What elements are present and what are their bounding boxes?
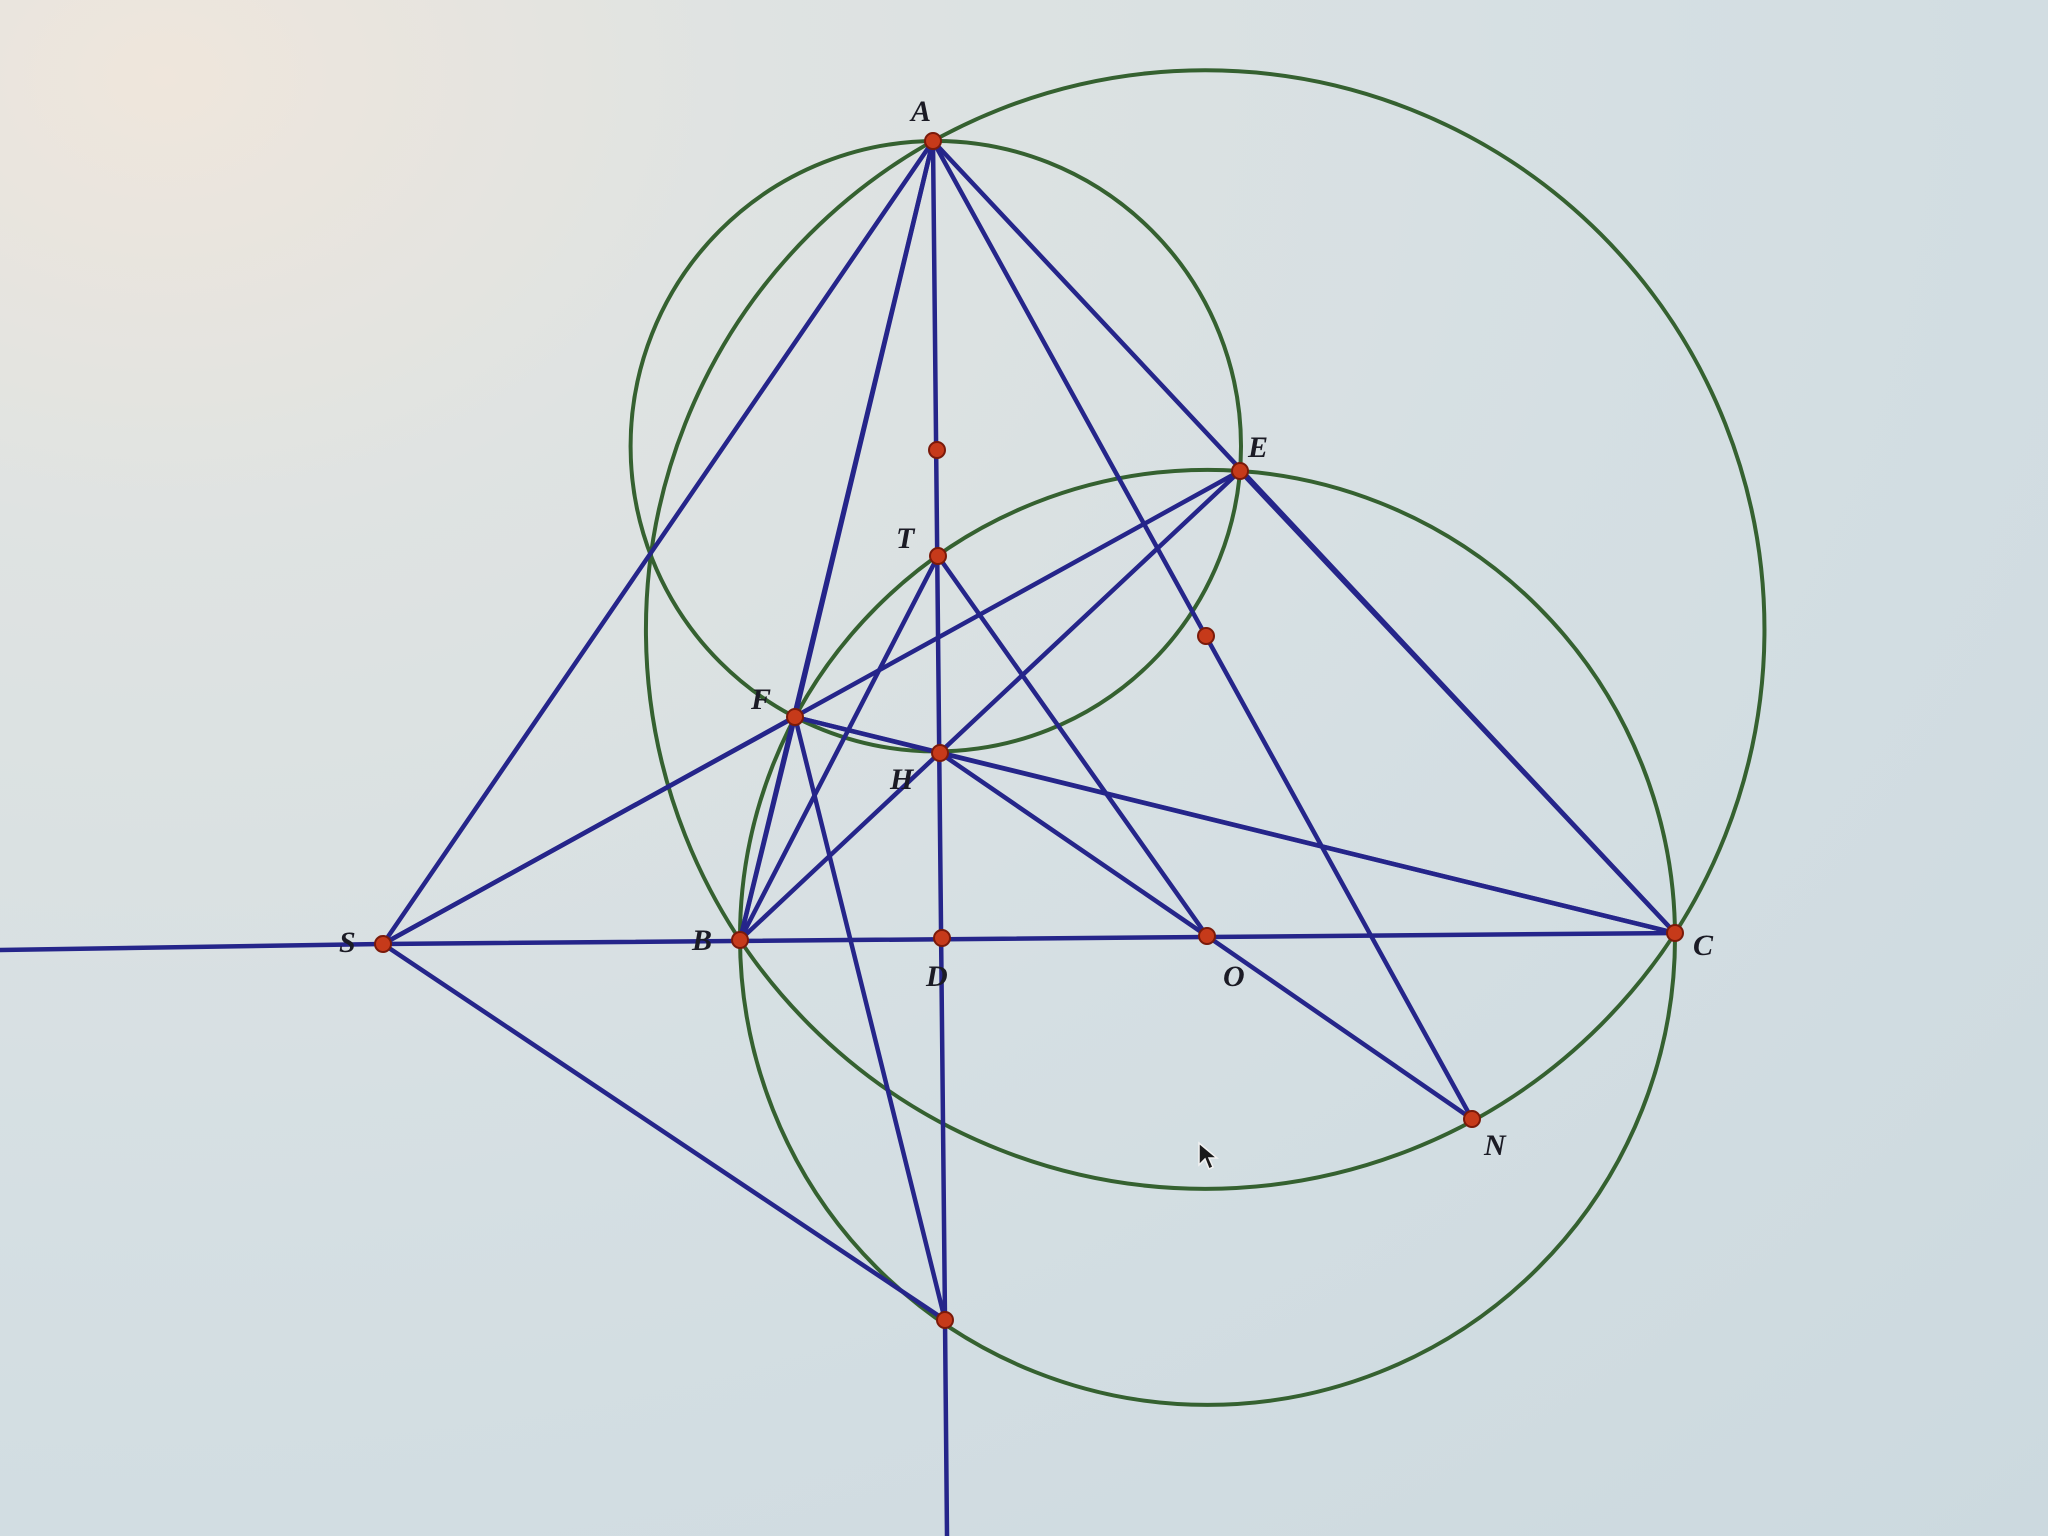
point-m[interactable] <box>1197 627 1215 645</box>
label-s: S <box>339 926 356 959</box>
label-d: D <box>925 960 948 993</box>
point-q[interactable] <box>936 1311 954 1329</box>
point-e[interactable] <box>1231 462 1249 480</box>
label-f: F <box>750 683 771 716</box>
segment-ec <box>1237 468 1678 936</box>
point-t[interactable] <box>929 547 947 565</box>
point-p[interactable] <box>928 441 946 459</box>
segment-fx <box>792 714 948 1323</box>
segment-ax <box>930 138 948 1323</box>
point-d[interactable] <box>933 929 951 947</box>
label-a: A <box>909 95 931 128</box>
segment-xy <box>942 1317 950 1536</box>
point-n[interactable] <box>1463 1110 1481 1128</box>
segment-sw <box>0 941 386 953</box>
point-a[interactable] <box>924 132 942 150</box>
segment-sf <box>380 714 798 947</box>
segment-bt <box>737 553 941 943</box>
circle-abc <box>643 68 1767 1191</box>
segment-be <box>737 468 1243 943</box>
lines-layer <box>0 138 1678 1536</box>
point-o[interactable] <box>1198 927 1216 945</box>
segment-sc <box>380 930 1678 947</box>
segment-af <box>792 138 936 720</box>
point-b[interactable] <box>731 931 749 949</box>
label-b: B <box>691 924 712 957</box>
label-c: C <box>1693 929 1714 962</box>
mouse-cursor-icon <box>1198 1141 1219 1171</box>
point-s[interactable] <box>374 935 392 953</box>
label-t: T <box>896 522 916 555</box>
segment-ho <box>937 750 1210 939</box>
point-h[interactable] <box>931 744 949 762</box>
segment-bf <box>737 714 798 943</box>
labels-layer: A E T F H S B D O C N <box>339 95 1714 1162</box>
segment-to <box>935 553 1210 939</box>
label-h: H <box>889 763 915 796</box>
segment-on <box>1204 933 1475 1122</box>
label-o: O <box>1223 960 1245 993</box>
label-n: N <box>1483 1129 1507 1162</box>
point-f[interactable] <box>786 708 804 726</box>
segment-hc <box>937 750 1678 936</box>
segment-sx <box>380 941 948 1323</box>
points-layer <box>374 132 1684 1329</box>
segment-as <box>380 138 936 947</box>
label-e: E <box>1247 431 1268 464</box>
point-c[interactable] <box>1666 924 1684 942</box>
